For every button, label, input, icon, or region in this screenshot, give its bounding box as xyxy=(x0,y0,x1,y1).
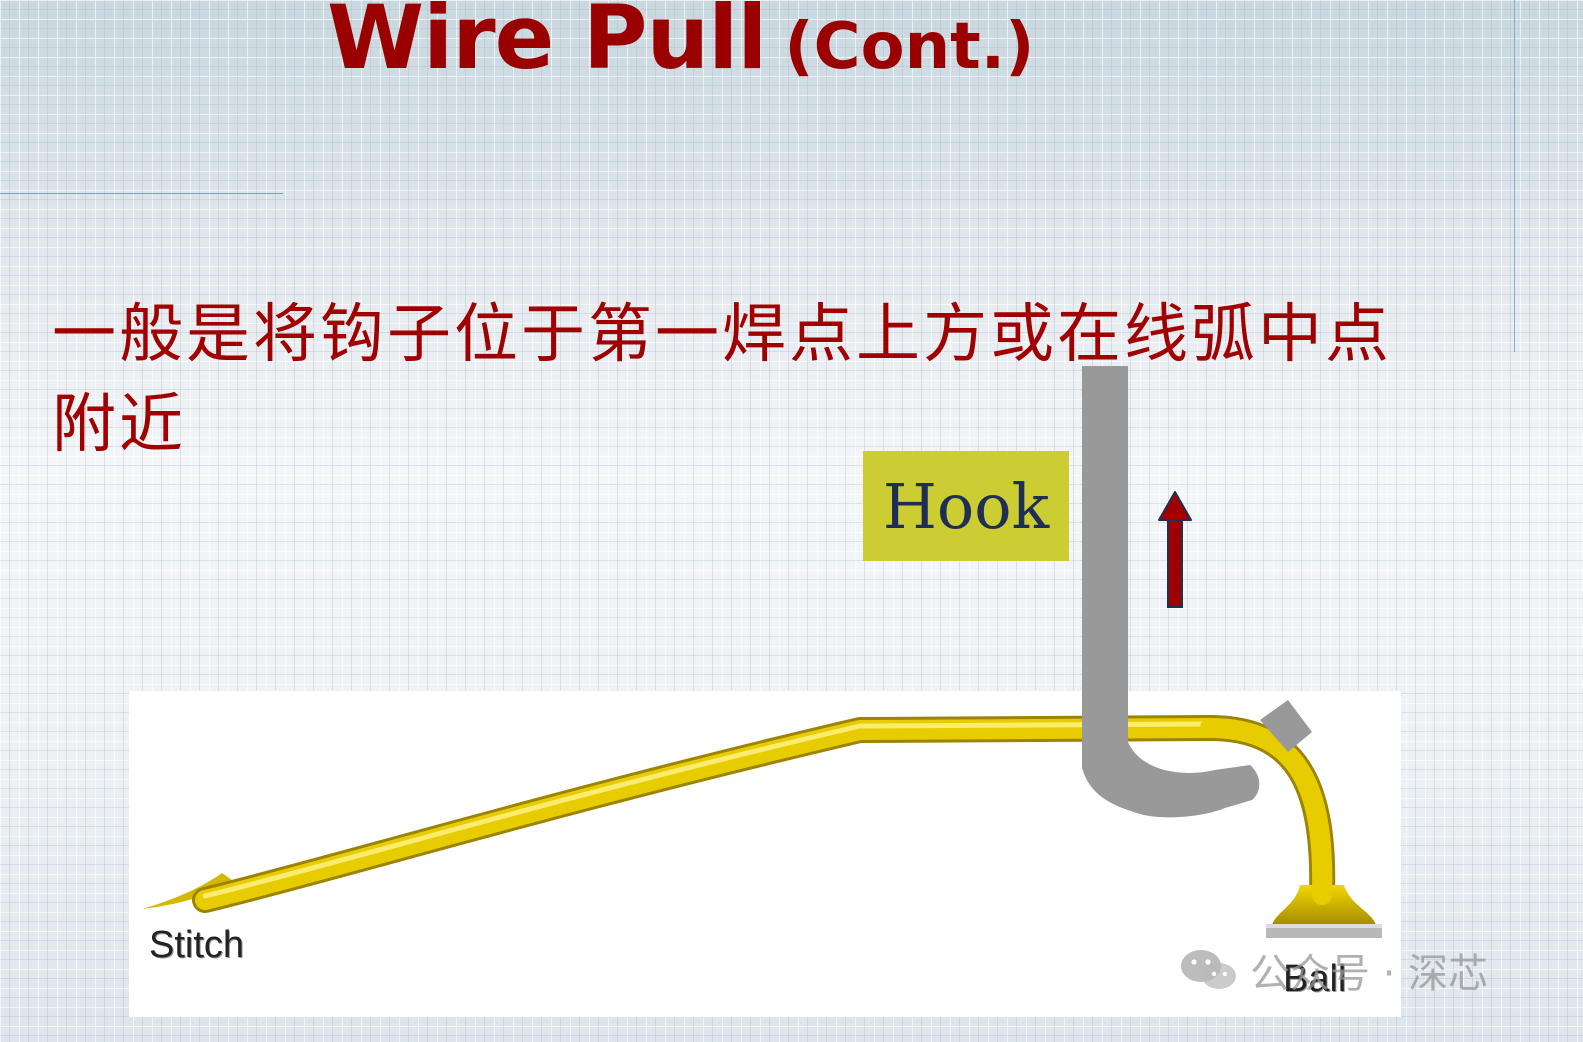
wechat-icon xyxy=(1181,950,1236,989)
slide-title-sub: (Cont.) xyxy=(784,10,1035,84)
hook-label: Hook xyxy=(882,469,1050,543)
ball-bond xyxy=(1272,885,1376,925)
hook-label-box: Hook xyxy=(863,451,1069,561)
watermark-text: 公众号 · 深芯 xyxy=(1250,951,1489,997)
pull-direction-arrow xyxy=(1158,491,1192,608)
decorative-line-vertical xyxy=(1514,0,1515,352)
slide-title-main: Wire Pull xyxy=(327,0,767,89)
slide-title: Wire Pull(Cont.) xyxy=(327,0,1034,82)
decorative-line-horizontal xyxy=(0,193,283,194)
watermark: 公众号 · 深芯 xyxy=(1178,944,1489,997)
ball-label: Ball xyxy=(1283,958,1347,1000)
slide-description: 一般是将钩子位于第一焊点上方或在线弧中点附近 xyxy=(52,298,1392,462)
stitch-bond xyxy=(142,873,232,909)
stitch-label: Stitch xyxy=(149,924,245,966)
hook-shaft xyxy=(1082,366,1260,818)
hook-tip xyxy=(1260,700,1312,752)
